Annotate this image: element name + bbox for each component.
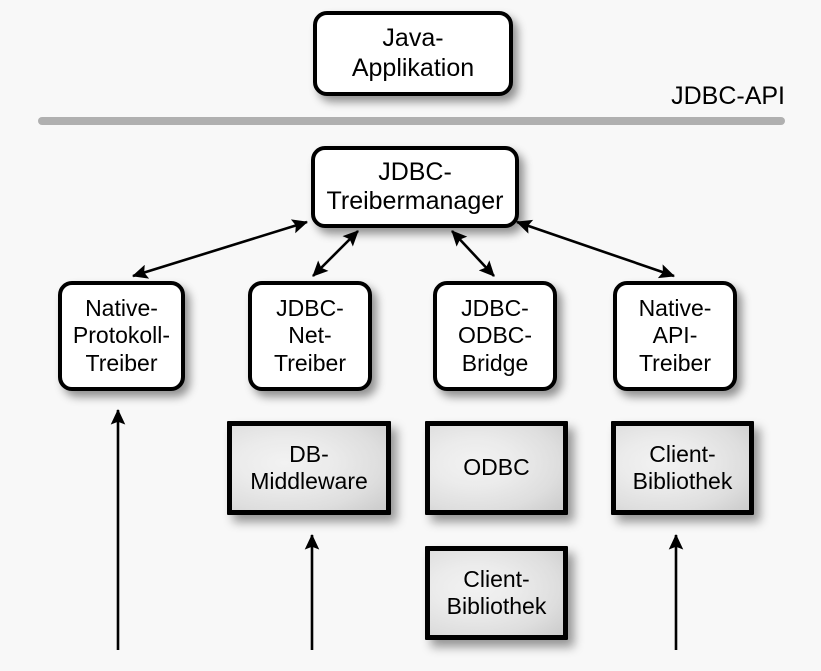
node-java-applikation-label: Java- Applikation bbox=[351, 24, 475, 82]
node-jdbc-net-treiber[interactable]: JDBC- Net- Treiber bbox=[248, 281, 372, 391]
node-client-bibliothek-right-label: Client- Bibliothek bbox=[632, 440, 733, 494]
node-client-bibliothek-odbc[interactable]: Client- Bibliothek bbox=[425, 546, 568, 640]
node-jdbc-treibermanager[interactable]: JDBC- Treibermanager bbox=[311, 146, 519, 228]
node-native-api-treiber[interactable]: Native- API- Treiber bbox=[613, 281, 737, 391]
node-db-middleware-label: DB- Middleware bbox=[250, 440, 368, 494]
node-odbc[interactable]: ODBC bbox=[425, 421, 568, 515]
node-client-bibliothek-right[interactable]: Client- Bibliothek bbox=[611, 421, 754, 515]
node-native-api-treiber-label: Native- API- Treiber bbox=[638, 295, 712, 376]
node-jdbc-odbc-bridge-label: JDBC- ODBC- Bridge bbox=[457, 295, 533, 376]
node-jdbc-odbc-bridge[interactable]: JDBC- ODBC- Bridge bbox=[433, 281, 557, 391]
manager-to-jdbc-net bbox=[312, 230, 359, 277]
manager-to-native-api bbox=[516, 219, 675, 279]
node-java-applikation[interactable]: Java- Applikation bbox=[313, 11, 513, 96]
node-odbc-label: ODBC bbox=[463, 454, 530, 481]
node-jdbc-net-treiber-label: JDBC- Net- Treiber bbox=[274, 295, 346, 376]
manager-to-jdbc-odbc bbox=[451, 230, 495, 277]
node-client-bibliothek-odbc-label: Client- Bibliothek bbox=[446, 565, 547, 619]
node-native-protokoll-treiber[interactable]: Native- Protokoll- Treiber bbox=[58, 281, 185, 391]
manager-to-native-protokoll bbox=[132, 219, 308, 279]
node-db-middleware[interactable]: DB- Middleware bbox=[227, 421, 391, 515]
node-native-protokoll-treiber-label: Native- Protokoll- Treiber bbox=[72, 295, 171, 376]
jdbc-api-separator-line bbox=[38, 117, 785, 125]
node-jdbc-treibermanager-label: JDBC- Treibermanager bbox=[326, 157, 504, 216]
jdbc-api-label: JDBC-API bbox=[671, 82, 785, 110]
